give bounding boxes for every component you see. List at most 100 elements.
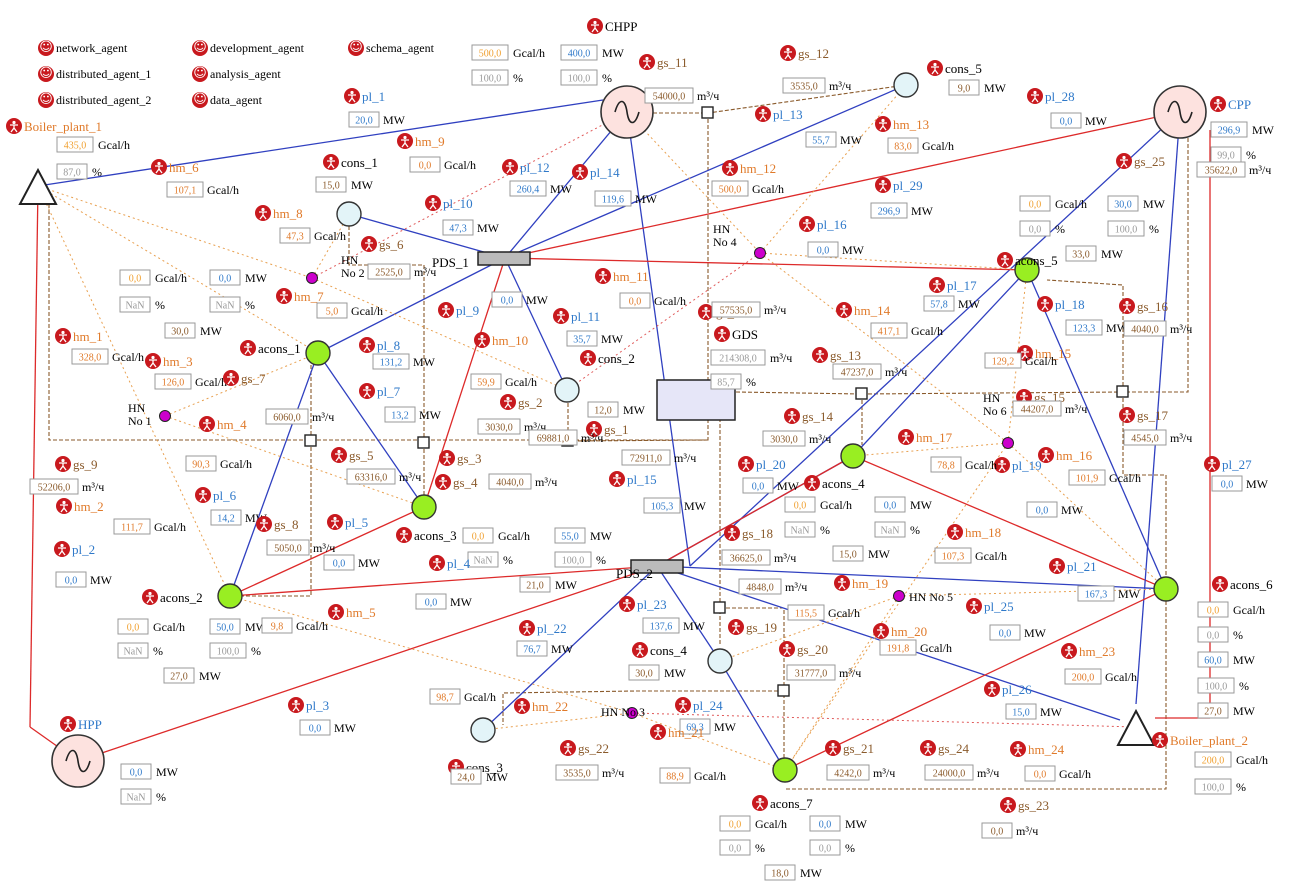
heat-main-hm_5-box: [261, 617, 293, 634]
heat-main-hm_20-value: 191,8: [887, 644, 910, 655]
agent-icon-head: [1067, 645, 1071, 650]
heat-main-label-hm_5: hm_5: [346, 605, 376, 620]
gas-pipe-label-gs_6: gs_6: [379, 237, 404, 252]
readout-acons_4-3-unit: %: [910, 523, 920, 537]
node-label-cons_5: cons_5: [945, 61, 982, 76]
power-line-unit-pl_23: MW: [683, 619, 706, 633]
power-line-pl_16-value: 0,0: [817, 246, 830, 257]
agent-icon-head: [638, 644, 642, 649]
gas-pipe-label-gs_9: gs_9: [73, 457, 98, 472]
agent-icon-body: [59, 334, 67, 343]
agent-icon-body: [506, 165, 514, 174]
agent-icon-body: [365, 242, 373, 251]
agent-icon-body: [327, 160, 335, 169]
readout-cons_5-0-box: [948, 79, 980, 96]
readout-acons_7-2-box: [719, 839, 751, 856]
heat-main-unit-hm_5: Gcal/h: [296, 619, 328, 633]
readout-HPP-1-box: [120, 788, 152, 805]
power-line-label-pl_16: pl_16: [817, 217, 847, 232]
agent-icon-body: [718, 332, 726, 341]
gas-pipe-gs_22: [502, 690, 784, 725]
agent-icon-body: [728, 531, 736, 540]
power-line-pl_1-box: [348, 111, 380, 128]
agent-icon-head: [842, 304, 846, 309]
power-line-label-pl_21: pl_21: [1067, 559, 1097, 574]
heat-main-hm_4-box: [185, 455, 217, 472]
heat-main-hm_4-value: 90,3: [192, 460, 210, 471]
power-line-pl_18-value: 123,3: [1073, 324, 1096, 335]
power-line-pl_21-box: [1077, 585, 1115, 602]
agent-icon-head: [656, 726, 660, 731]
power-line-unit-pl_3: MW: [334, 721, 357, 735]
node-label-cons_1: cons_1: [341, 155, 378, 170]
gas-pipe-gs_11-value: 54000,0: [653, 92, 686, 103]
readout-cons_5-0-unit: MW: [984, 81, 1007, 95]
power-line-pl_14: [626, 111, 691, 567]
power-line-pl_27-value: 0,0: [1221, 480, 1234, 491]
power-line-label-pl_12: pl_12: [520, 160, 550, 175]
heat-main-hm_13-value: 83,0: [894, 142, 912, 153]
heat-main-hm_1-value: 328,0: [79, 353, 102, 364]
agent-icon-head: [1122, 155, 1126, 160]
legend-label: network_agent: [56, 40, 128, 55]
power-line-unit-pl_1: MW: [383, 113, 406, 127]
boiler-plant-Boiler_plant_2: [1116, 708, 1156, 746]
gas-pipe-gs_19-value: 4848,0: [746, 583, 774, 594]
readout-acons_3-1-value: 55,0: [561, 532, 579, 543]
readout-CHPP-1-unit: MW: [602, 46, 625, 60]
readout-acons_6-1-box: [1197, 626, 1229, 643]
readout-acons_1-3-unit: %: [245, 298, 255, 312]
readout-acons_6-2-value: 60,0: [1204, 656, 1222, 667]
agent-icon-head: [441, 476, 445, 481]
agent-icon-body: [348, 94, 356, 103]
agent-icon-body: [783, 647, 791, 656]
power-line-pl_6-value: 14,2: [217, 514, 235, 525]
agent-icon-head: [586, 352, 590, 357]
agent-icon-head: [454, 761, 458, 766]
heat-main-hm_10-value: 59,9: [477, 378, 495, 389]
power-line-pl_7-value: 13,2: [391, 411, 409, 422]
readout-acons_5-3-box: [1107, 220, 1145, 237]
power-line-pl_22: [482, 565, 658, 731]
agent-icon-body: [784, 51, 792, 60]
readout-HPP-0-box: [120, 763, 152, 780]
readout-acons_2-4-box: [163, 667, 195, 684]
heat-main-hm_24: [631, 712, 1137, 728]
substation-PDS_2: [630, 559, 684, 574]
power-line-unit-pl_5: MW: [358, 556, 381, 570]
readout-acons_4-1-value: 0,0: [884, 501, 897, 512]
power-line-pl_29-value: 296,9: [878, 207, 901, 218]
power-line-label-pl_1: pl_1: [362, 89, 385, 104]
heat-main-hm_10-box: [470, 373, 502, 390]
legend-label: data_agent: [210, 92, 262, 107]
gas-junction-2: [417, 436, 430, 449]
agent-icon-head: [445, 452, 449, 457]
power-line-pl_11: [504, 257, 568, 391]
power-line-pl_1: [37, 99, 604, 187]
power-line-pl_22-box: [516, 640, 548, 657]
readout-cons_2-0-value: 12,0: [594, 406, 612, 417]
readout-Boiler_plant_1-1-box: [56, 163, 88, 180]
heat-main-hm_11-value: 0,0: [629, 297, 642, 308]
agent-icon-body: [654, 730, 662, 739]
readout-GDS-1-unit: %: [746, 375, 756, 389]
agent-icon-body: [58, 547, 66, 556]
heat-node-2: [306, 272, 318, 284]
heat-main-hm_2-value: 111,7: [121, 523, 143, 534]
agent-icon-head: [333, 516, 337, 521]
agent-icon-head: [1125, 300, 1129, 305]
heat-main-hm_3-value: 126,0: [162, 378, 185, 389]
heat-node-label-2: HN: [341, 253, 359, 267]
readout-acons_5-0-value: 0,0: [1029, 200, 1042, 211]
gas-pipe-label-gs_25: gs_25: [1134, 154, 1165, 169]
heat-node-label-1-b: No 1: [128, 414, 152, 428]
aggregate-consumer-acons_3: [411, 494, 437, 520]
gas-distribution-station: [656, 379, 736, 421]
power-line-pl_6-box: [210, 509, 242, 526]
heat-main-label-hm_6: hm_6: [169, 160, 199, 175]
legend-item-schema_agent: ☺schema_agent: [348, 40, 434, 56]
gas-pipe-gs_22-box: [555, 764, 599, 781]
gas-pipe-label-gs_13: gs_13: [830, 348, 861, 363]
readout-acons_3-3-box: [554, 551, 592, 568]
gas-pipe-label-gs_12: gs_12: [798, 46, 829, 61]
